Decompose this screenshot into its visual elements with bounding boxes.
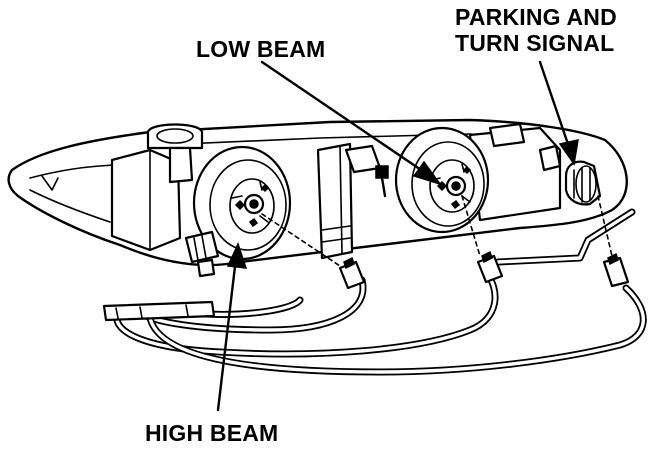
high-beam-reflector [192, 145, 292, 261]
left-mount-tab [146, 123, 204, 150]
parking-turn-arrow [538, 60, 579, 166]
high-beam-guide [261, 213, 341, 267]
lower-left-connector-stem [196, 258, 216, 278]
lower-left-connector-ribs [193, 235, 207, 261]
right-housing-tab [488, 122, 526, 148]
left-mount-post [168, 146, 194, 184]
center-bracket-edge [339, 145, 343, 255]
low-beam-plug-tip [481, 250, 493, 264]
parking-socket [564, 160, 602, 206]
center-connector-wire [380, 176, 387, 198]
parking-plug [602, 256, 630, 288]
housing-outline [7, 118, 628, 267]
wiring-harness [113, 208, 647, 376]
high-beam-plug [338, 260, 366, 290]
low-beam-arrow [260, 60, 442, 186]
low-beam-reflector [394, 126, 490, 234]
left-mount-hole [156, 128, 194, 144]
center-connector-pin [375, 165, 389, 179]
parking-guide [597, 195, 613, 257]
high-beam-label: HIGH BEAM [145, 420, 279, 446]
parking-label-line1: PARKING AND [455, 4, 617, 30]
low-beam-label: LOW BEAM [196, 36, 326, 62]
lens-inner-line [29, 164, 116, 223]
parking-label-line2: TURN SIGNAL [455, 30, 615, 56]
low-beam-guide [461, 195, 481, 257]
parking-plug-tip [607, 252, 619, 266]
center-bracket-foot [321, 225, 351, 243]
lens-detail [41, 175, 59, 191]
high-beam-arrow [216, 241, 248, 412]
harness-junction-bar [102, 300, 216, 322]
harness-junction-lines [115, 304, 189, 319]
parking-turn-signal-label: PARKING AND TURN SIGNAL [455, 4, 617, 56]
parking-socket-ribs [573, 167, 591, 203]
high-beam-plug-tip [343, 256, 355, 270]
right-housing-clip [538, 144, 562, 172]
parking-socket-base [575, 165, 597, 203]
